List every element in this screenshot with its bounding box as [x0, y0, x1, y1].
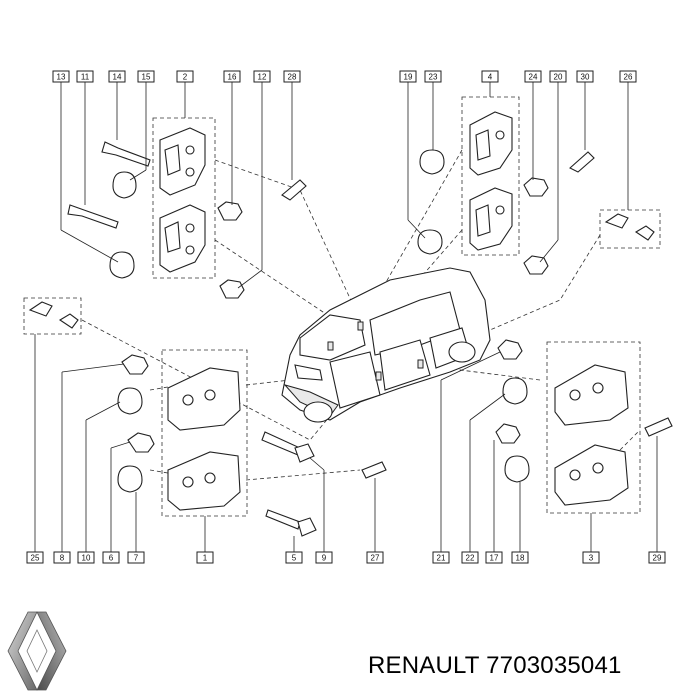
callout-3: 3 [582, 551, 600, 564]
callout-14: 14 [108, 70, 126, 83]
svg-text:15: 15 [142, 73, 151, 82]
svg-text:4: 4 [488, 73, 493, 82]
group-box-2 [152, 117, 216, 279]
callout-12: 12 [253, 70, 271, 83]
nuts-upper-left [217, 179, 307, 299]
svg-text:27: 27 [371, 554, 380, 563]
callout-26: 26 [619, 70, 637, 83]
svg-text:7: 7 [134, 554, 139, 563]
callout-21: 21 [432, 551, 450, 564]
group-box-3 [546, 341, 641, 514]
callout-19: 19 [399, 70, 417, 83]
svg-text:30: 30 [581, 73, 590, 82]
callout-24: 24 [524, 70, 542, 83]
bolts-left [67, 141, 151, 279]
svg-text:19: 19 [404, 73, 413, 82]
svg-text:13: 13 [57, 73, 66, 82]
svg-text:3: 3 [589, 554, 594, 563]
svg-text:1: 1 [203, 554, 208, 563]
svg-text:17: 17 [490, 554, 499, 563]
svg-text:16: 16 [228, 73, 237, 82]
callout-6: 6 [102, 551, 120, 564]
svg-text:21: 21 [437, 554, 446, 563]
svg-text:14: 14 [113, 73, 122, 82]
svg-text:26: 26 [624, 73, 633, 82]
svg-text:5: 5 [292, 554, 297, 563]
group-box-4 [461, 96, 520, 256]
callout-4: 4 [481, 70, 499, 83]
callout-28: 28 [283, 70, 301, 83]
svg-text:11: 11 [81, 73, 90, 82]
hinge-lower-right [495, 339, 673, 506]
callout-1: 1 [196, 551, 214, 564]
callout-22: 22 [461, 551, 479, 564]
callout-13: 13 [52, 70, 70, 83]
callout-9: 9 [315, 551, 333, 564]
svg-text:20: 20 [554, 73, 563, 82]
svg-text:24: 24 [529, 73, 538, 82]
callout-30: 30 [576, 70, 594, 83]
svg-text:2: 2 [183, 73, 188, 82]
clips-25 [28, 301, 79, 329]
svg-text:28: 28 [288, 73, 297, 82]
group-box-25 [23, 297, 82, 335]
vehicle-illustration [281, 267, 491, 423]
svg-text:8: 8 [60, 554, 65, 563]
callout-11: 11 [76, 70, 94, 83]
svg-text:10: 10 [82, 554, 91, 563]
callout-29: 29 [648, 551, 666, 564]
renault-diamond-logo-icon [7, 611, 67, 691]
svg-text:9: 9 [322, 554, 327, 563]
svg-text:6: 6 [109, 554, 114, 563]
svg-text:29: 29 [653, 554, 662, 563]
callout-2: 2 [176, 70, 194, 83]
callout-8: 8 [53, 551, 71, 564]
group-box-1 [161, 349, 248, 517]
brand-part-number: RENAULT 7703035041 [368, 652, 622, 680]
callout-16: 16 [223, 70, 241, 83]
svg-text:25: 25 [31, 554, 40, 563]
callout-7: 7 [127, 551, 145, 564]
clips-26 [604, 213, 655, 241]
callout-27: 27 [366, 551, 384, 564]
hinge-upper-left [159, 127, 206, 273]
svg-text:12: 12 [258, 73, 267, 82]
callout-17: 17 [485, 551, 503, 564]
brand-name: RENAULT [368, 652, 480, 679]
callout-23: 23 [424, 70, 442, 83]
svg-text:23: 23 [429, 73, 438, 82]
callout-18: 18 [511, 551, 529, 564]
svg-text:18: 18 [516, 554, 525, 563]
callout-10: 10 [77, 551, 95, 564]
callout-25: 25 [26, 551, 44, 564]
leader-lines [34, 82, 658, 552]
callout-5: 5 [285, 551, 303, 564]
hinge-upper-right [417, 111, 595, 275]
group-box-26 [599, 209, 661, 249]
part-number: 7703035041 [486, 652, 622, 679]
callout-20: 20 [549, 70, 567, 83]
callout-15: 15 [137, 70, 155, 83]
svg-text:22: 22 [466, 554, 475, 563]
hinge-lower-left [117, 354, 387, 537]
